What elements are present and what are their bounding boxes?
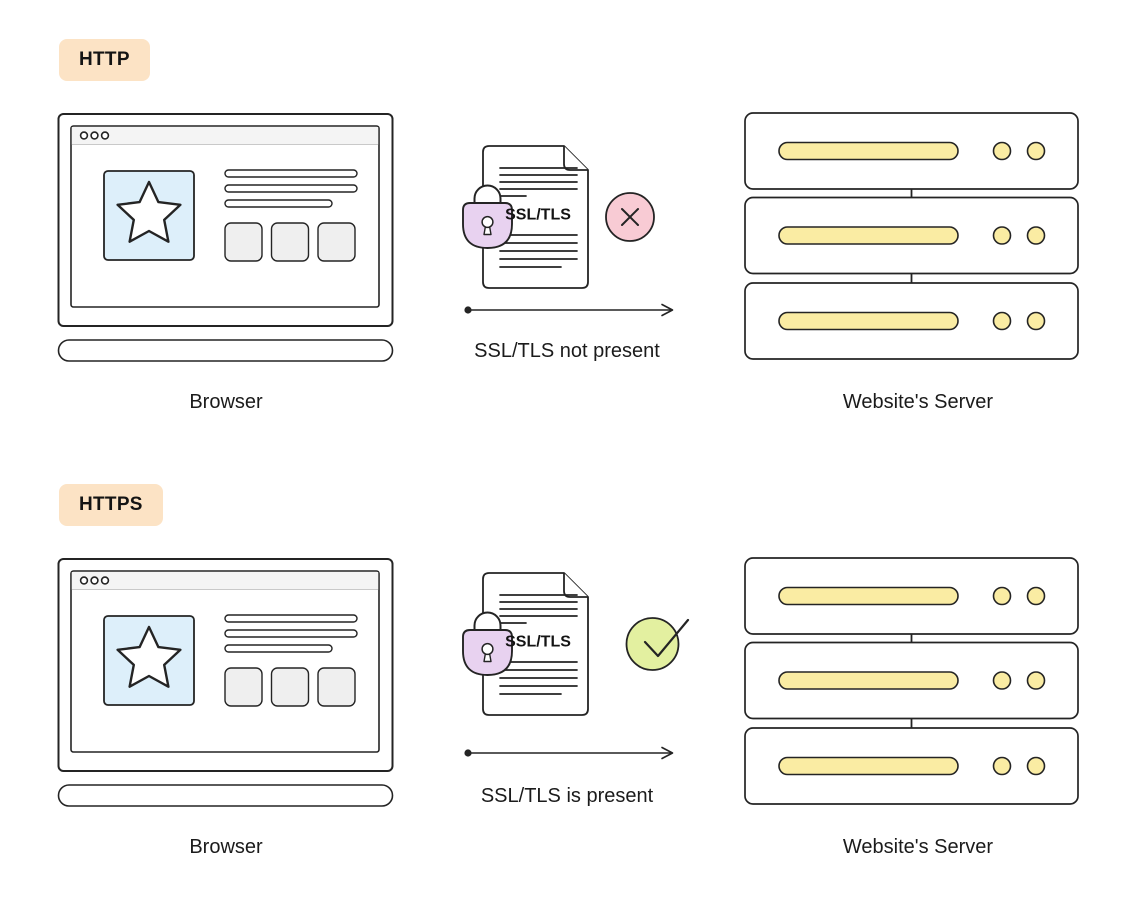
ssl-certificate-graphic: SSL/TLS xyxy=(462,145,589,289)
ssl-tls-label: SSL/TLS xyxy=(505,634,571,651)
ssl-tls-label: SSL/TLS xyxy=(505,207,571,224)
browser-graphic xyxy=(57,112,394,363)
x-circle-icon xyxy=(605,192,655,242)
ssl-certificate-graphic: SSL/TLS xyxy=(462,572,589,716)
arrow-caption: SSL/TLS not present xyxy=(474,340,660,362)
check-circle-icon xyxy=(625,617,690,671)
server-rack-graphic xyxy=(744,557,1079,805)
server-label: Website's Server xyxy=(842,836,994,858)
http-badge-label: HTTP xyxy=(79,49,130,70)
server-rack-graphic xyxy=(744,112,1079,360)
https-section: HTTPS SSL/TLS SSL/TLS is present Browser… xyxy=(0,445,1122,894)
browser-label: Browser xyxy=(189,391,263,413)
transfer-arrow xyxy=(463,303,674,317)
server-label: Website's Server xyxy=(842,391,994,413)
arrow-caption: SSL/TLS is present xyxy=(480,785,654,807)
browser-label: Browser xyxy=(189,836,263,858)
browser-graphic xyxy=(57,557,394,808)
http-badge: HTTP xyxy=(59,39,150,81)
http-section: HTTP SSL/TLS SSL/TLS not present Browser… xyxy=(57,39,1079,413)
https-badge-label: HTTPS xyxy=(79,494,143,515)
https-badge: HTTPS xyxy=(59,484,163,526)
transfer-arrow xyxy=(463,746,674,760)
